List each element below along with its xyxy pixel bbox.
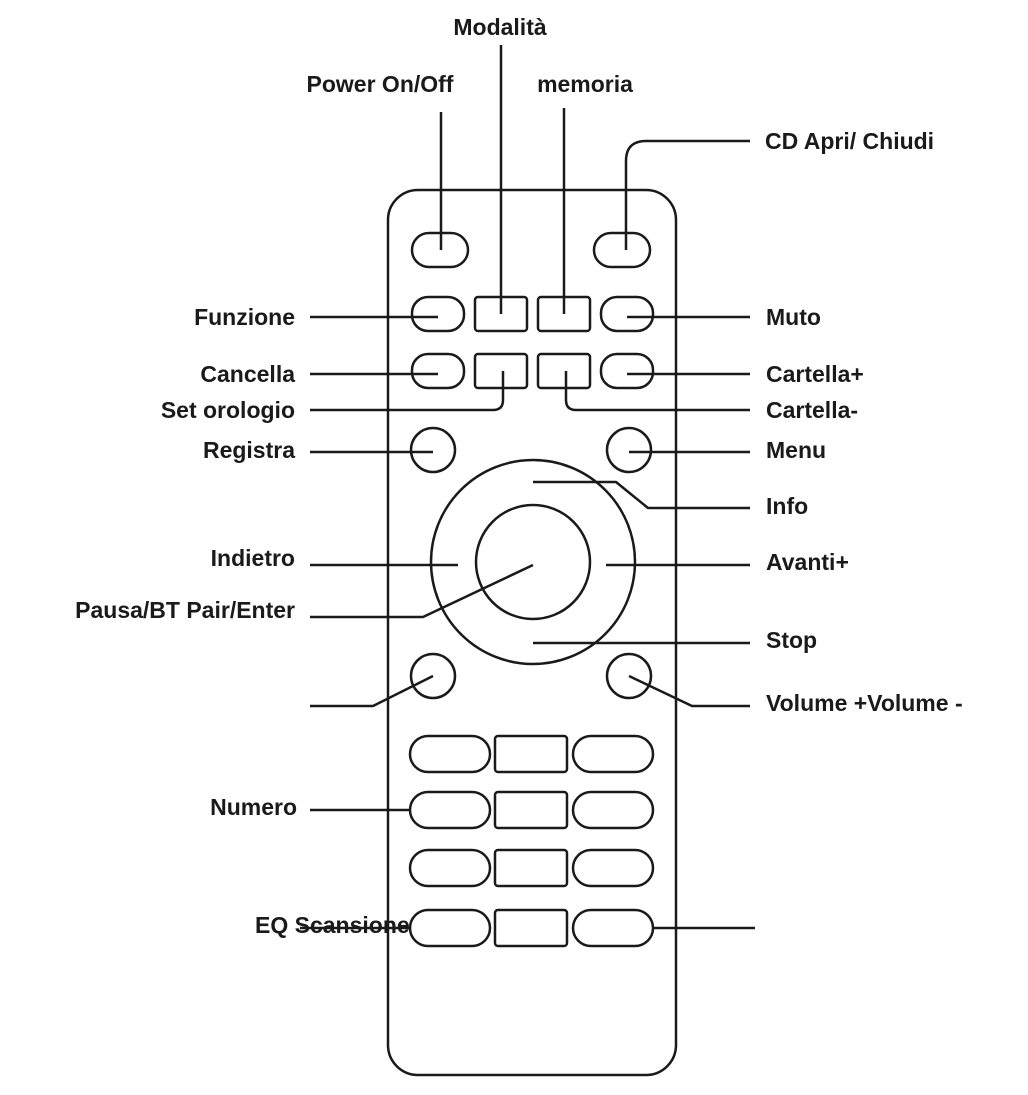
keypad-key[interactable] [571, 734, 655, 774]
cartella-minus-button[interactable] [536, 352, 592, 390]
menu-button[interactable] [605, 426, 653, 474]
label-power: Power On/Off [307, 71, 454, 97]
label-indietro: Indietro [211, 545, 295, 571]
keypad-key[interactable] [493, 848, 569, 888]
label-cartella-minus: Cartella- [766, 397, 858, 423]
cd-open-close-button[interactable] [592, 231, 652, 269]
keypad-key[interactable] [571, 848, 655, 888]
keypad-key[interactable] [408, 790, 492, 830]
keypad [408, 734, 655, 948]
label-registra: Registra [203, 437, 295, 463]
cancella-button[interactable] [410, 352, 466, 390]
label-cancella: Cancella [200, 361, 295, 387]
leader-lines [310, 45, 755, 930]
registra-button[interactable] [409, 426, 457, 474]
keypad-key[interactable] [571, 790, 655, 830]
keypad-key[interactable] [493, 734, 569, 774]
label-set-orologio: Set orologio [161, 397, 295, 423]
leader-info [533, 480, 750, 510]
label-memoria: memoria [537, 71, 633, 97]
leader-volume-plus [628, 674, 750, 708]
enter-button[interactable] [474, 503, 592, 621]
set-orologio-button[interactable] [473, 352, 529, 390]
label-modalita: Modalità [453, 14, 546, 40]
eq-button[interactable] [408, 908, 492, 948]
leader-set-orologio [310, 371, 505, 412]
label-eq-scansione: EQ Scansione [255, 912, 410, 938]
muto-button[interactable] [599, 295, 655, 333]
scansione-button[interactable] [571, 908, 655, 948]
label-cd: CD Apri/ Chiudi [765, 128, 934, 154]
cartella-plus-button[interactable] [599, 352, 655, 390]
leader-cd [624, 139, 750, 250]
label-info: Info [766, 493, 808, 519]
keypad-key[interactable] [408, 848, 492, 888]
label-menu: Menu [766, 437, 826, 463]
label-stop: Stop [766, 627, 817, 653]
funzione-button[interactable] [410, 295, 466, 333]
label-funzione: Funzione [194, 304, 295, 330]
label-numero: Numero [210, 794, 297, 820]
keypad-key[interactable] [493, 790, 569, 830]
label-pausa: Pausa/BT Pair/Enter [75, 597, 295, 623]
label-muto: Muto [766, 304, 821, 330]
label-cartella-plus: Cartella+ [766, 361, 864, 387]
label-volume: Volume +Volume - [766, 690, 963, 716]
leader-pausa [310, 563, 534, 619]
keypad-key[interactable] [493, 908, 569, 948]
keypad-key[interactable] [408, 734, 492, 774]
label-avanti: Avanti+ [766, 549, 849, 575]
leader-volume-minus [310, 674, 434, 708]
leader-cartella-minus [564, 371, 750, 412]
